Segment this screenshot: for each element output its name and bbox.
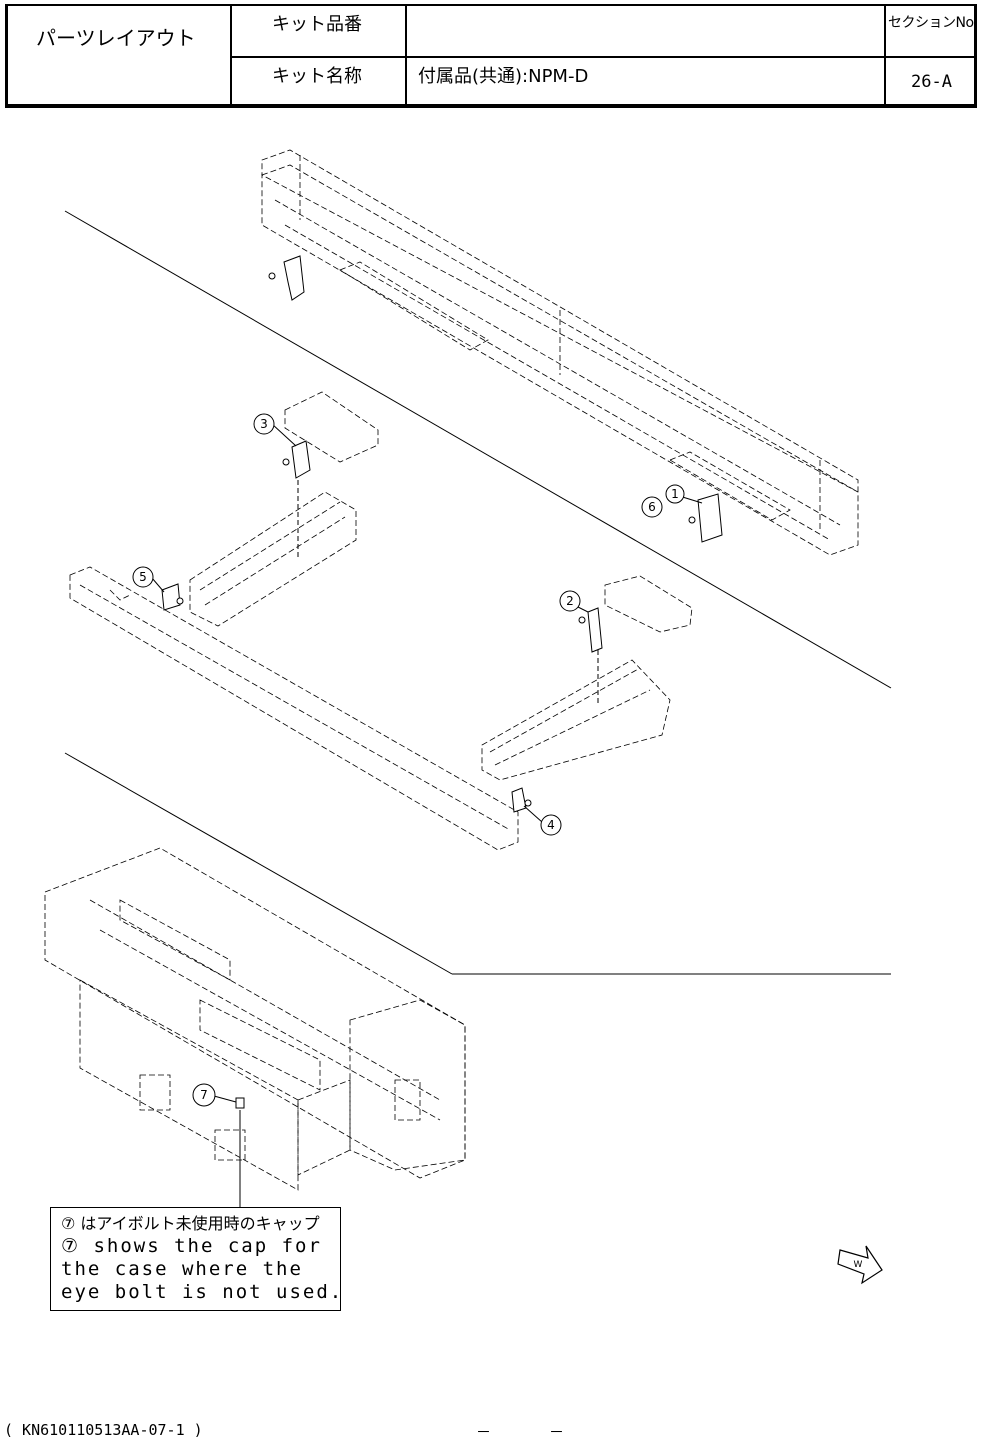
callout-1: 1 (666, 485, 684, 503)
leader-3 (272, 424, 296, 446)
callout-7: 7 (193, 1084, 215, 1106)
machine-body-assembly (45, 848, 465, 1190)
svg-text:5: 5 (139, 570, 147, 584)
bracket-top-left (269, 256, 304, 300)
note-line-en-3: eye bolt is not used. (61, 1281, 330, 1304)
svg-text:2: 2 (566, 594, 574, 608)
svg-text:3: 3 (260, 417, 268, 431)
leader-5 (152, 578, 164, 592)
bracket-part-3 (283, 441, 310, 478)
bracket-part-1 (689, 494, 722, 542)
top-frame-assembly (262, 150, 858, 555)
svg-text:1: 1 (671, 487, 679, 501)
direction-arrow-icon: W (838, 1246, 882, 1283)
callout-5: 5 (133, 567, 153, 587)
callout-4: 4 (541, 815, 561, 835)
bracket-part-2 (579, 608, 602, 652)
bracket-part-5 (162, 584, 183, 610)
long-rail-assembly (70, 567, 518, 850)
bracket-part-4 (512, 788, 531, 812)
footer-page-right: － (549, 1421, 564, 1442)
svg-text:6: 6 (648, 500, 656, 514)
note-line-jp: ⑦ はアイボルト未使用時のキャップ (61, 1212, 330, 1235)
separator-line-1 (65, 211, 891, 688)
svg-text:4: 4 (547, 818, 555, 832)
callout-3: 3 (254, 414, 274, 434)
separator-line-2 (65, 753, 452, 974)
callout-6: 6 (642, 497, 662, 517)
cap-part-7 (236, 1098, 244, 1108)
footer-page-left: － (476, 1421, 491, 1442)
leader-4 (524, 806, 542, 822)
middle-right-assembly (482, 576, 692, 780)
footer-doc-code: ( KN610110513AA-07-1 ) (4, 1421, 203, 1439)
leader-7 (214, 1096, 236, 1102)
note-box: ⑦ はアイボルト未使用時のキャップ ⑦ shows the cap for th… (50, 1207, 341, 1311)
note-line-en-1: ⑦ shows the cap for (61, 1235, 330, 1258)
callout-2: 2 (560, 591, 580, 611)
middle-left-assembly (190, 392, 378, 626)
svg-text:W: W (854, 1260, 863, 1270)
note-line-en-2: the case where the (61, 1258, 330, 1281)
svg-text:7: 7 (200, 1088, 208, 1102)
